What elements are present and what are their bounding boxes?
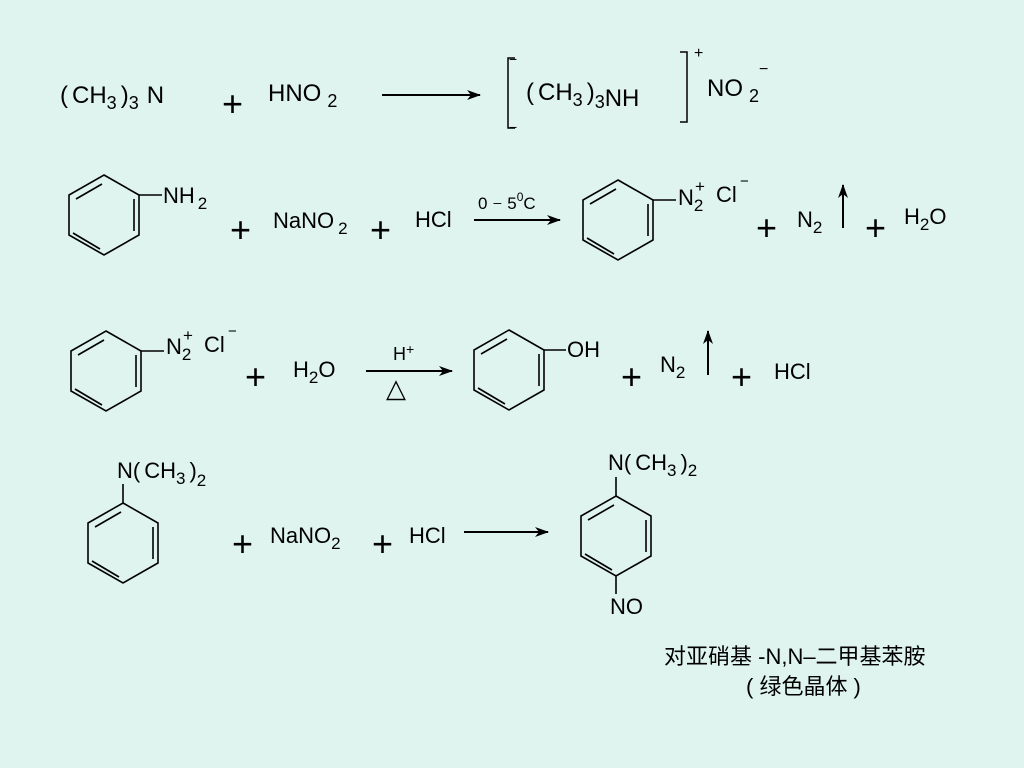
r4-nitroso-group: NO — [610, 594, 643, 619]
r1-left-bracket — [507, 57, 515, 129]
r4-plus-sign-2: + — [372, 523, 393, 564]
r2-chloride-charge: − — [740, 173, 749, 190]
r2-formula-water: H2O — [904, 204, 946, 234]
reaction-3: N2 + Cl − + H2O H+ △ OH + N2 + HCl — [70, 323, 811, 412]
r3-formula-water: H2O — [293, 357, 335, 387]
r1-bracket-mark-top: − — [509, 51, 517, 67]
r2-condition-temperature: 0–50C — [478, 190, 536, 213]
r2-aniline-structure — [68, 174, 162, 256]
r3-catalyst-acid: H+ — [393, 341, 414, 364]
r4-nitroso-product-structure — [580, 477, 652, 594]
r2-formula-nitrogen-gas: N2 — [797, 207, 822, 237]
r3-plus-sign-2: + — [621, 356, 642, 397]
r2-plus-sign-2: + — [370, 209, 391, 250]
r4-dimethylamino-group: N(CH3)2 — [117, 458, 206, 490]
r2-diazonium-group: N2 — [678, 185, 703, 215]
r4-product-dimethylamino-group: N(CH3)2 — [608, 450, 697, 480]
r4-product-name: 对亚硝基 -N,N–二甲基苯胺 — [664, 644, 926, 669]
r3-diazonium-charge: + — [183, 326, 193, 345]
r4-formula-sodium-nitrite: NaNO2 — [270, 523, 341, 553]
r1-plus-sign: + — [222, 83, 243, 124]
r3-hydroxyl-group: OH — [567, 337, 600, 362]
r2-plus-sign-1: + — [230, 209, 251, 250]
r2-formula-hcl: HCl — [415, 207, 452, 232]
r2-plus-sign-4: + — [865, 207, 886, 248]
r1-formula-ammonium-cation: (CH3)3NH — [526, 79, 639, 112]
r3-heat-symbol: △ — [386, 373, 406, 403]
reaction-4: N(CH3)2 + NaNO2 + HCl N(CH3)2 NO 对亚硝基 -N… — [87, 450, 926, 699]
r2-diazonium-structure — [582, 179, 676, 261]
r1-cation-charge: + — [694, 45, 703, 62]
r4-product-note: ( 绿色晶体 ) — [746, 674, 861, 699]
r3-chloride: Cl — [204, 332, 225, 357]
r1-anion-charge: − — [759, 61, 768, 78]
r4-dimethylaniline-structure — [87, 484, 159, 584]
r3-plus-sign-3: + — [731, 356, 752, 397]
r4-formula-hcl: HCl — [409, 523, 446, 548]
r3-formula-nitrogen-gas: N2 — [660, 352, 685, 382]
r1-right-bracket — [680, 51, 688, 123]
r3-phenol-structure — [473, 329, 566, 411]
r3-diazonium-group: N2 — [166, 334, 191, 364]
r3-formula-hcl: HCl — [774, 359, 811, 384]
r2-diazonium-charge: + — [695, 177, 705, 196]
r4-plus-sign-1: + — [232, 523, 253, 564]
r3-plus-sign-1: + — [245, 356, 266, 397]
r1-bracket-mark-bottom: − — [509, 119, 517, 135]
r2-chloride: Cl — [716, 182, 737, 207]
r3-diazonium-structure — [70, 330, 164, 412]
r3-chloride-charge: − — [228, 323, 237, 340]
r2-plus-sign-3: + — [756, 207, 777, 248]
